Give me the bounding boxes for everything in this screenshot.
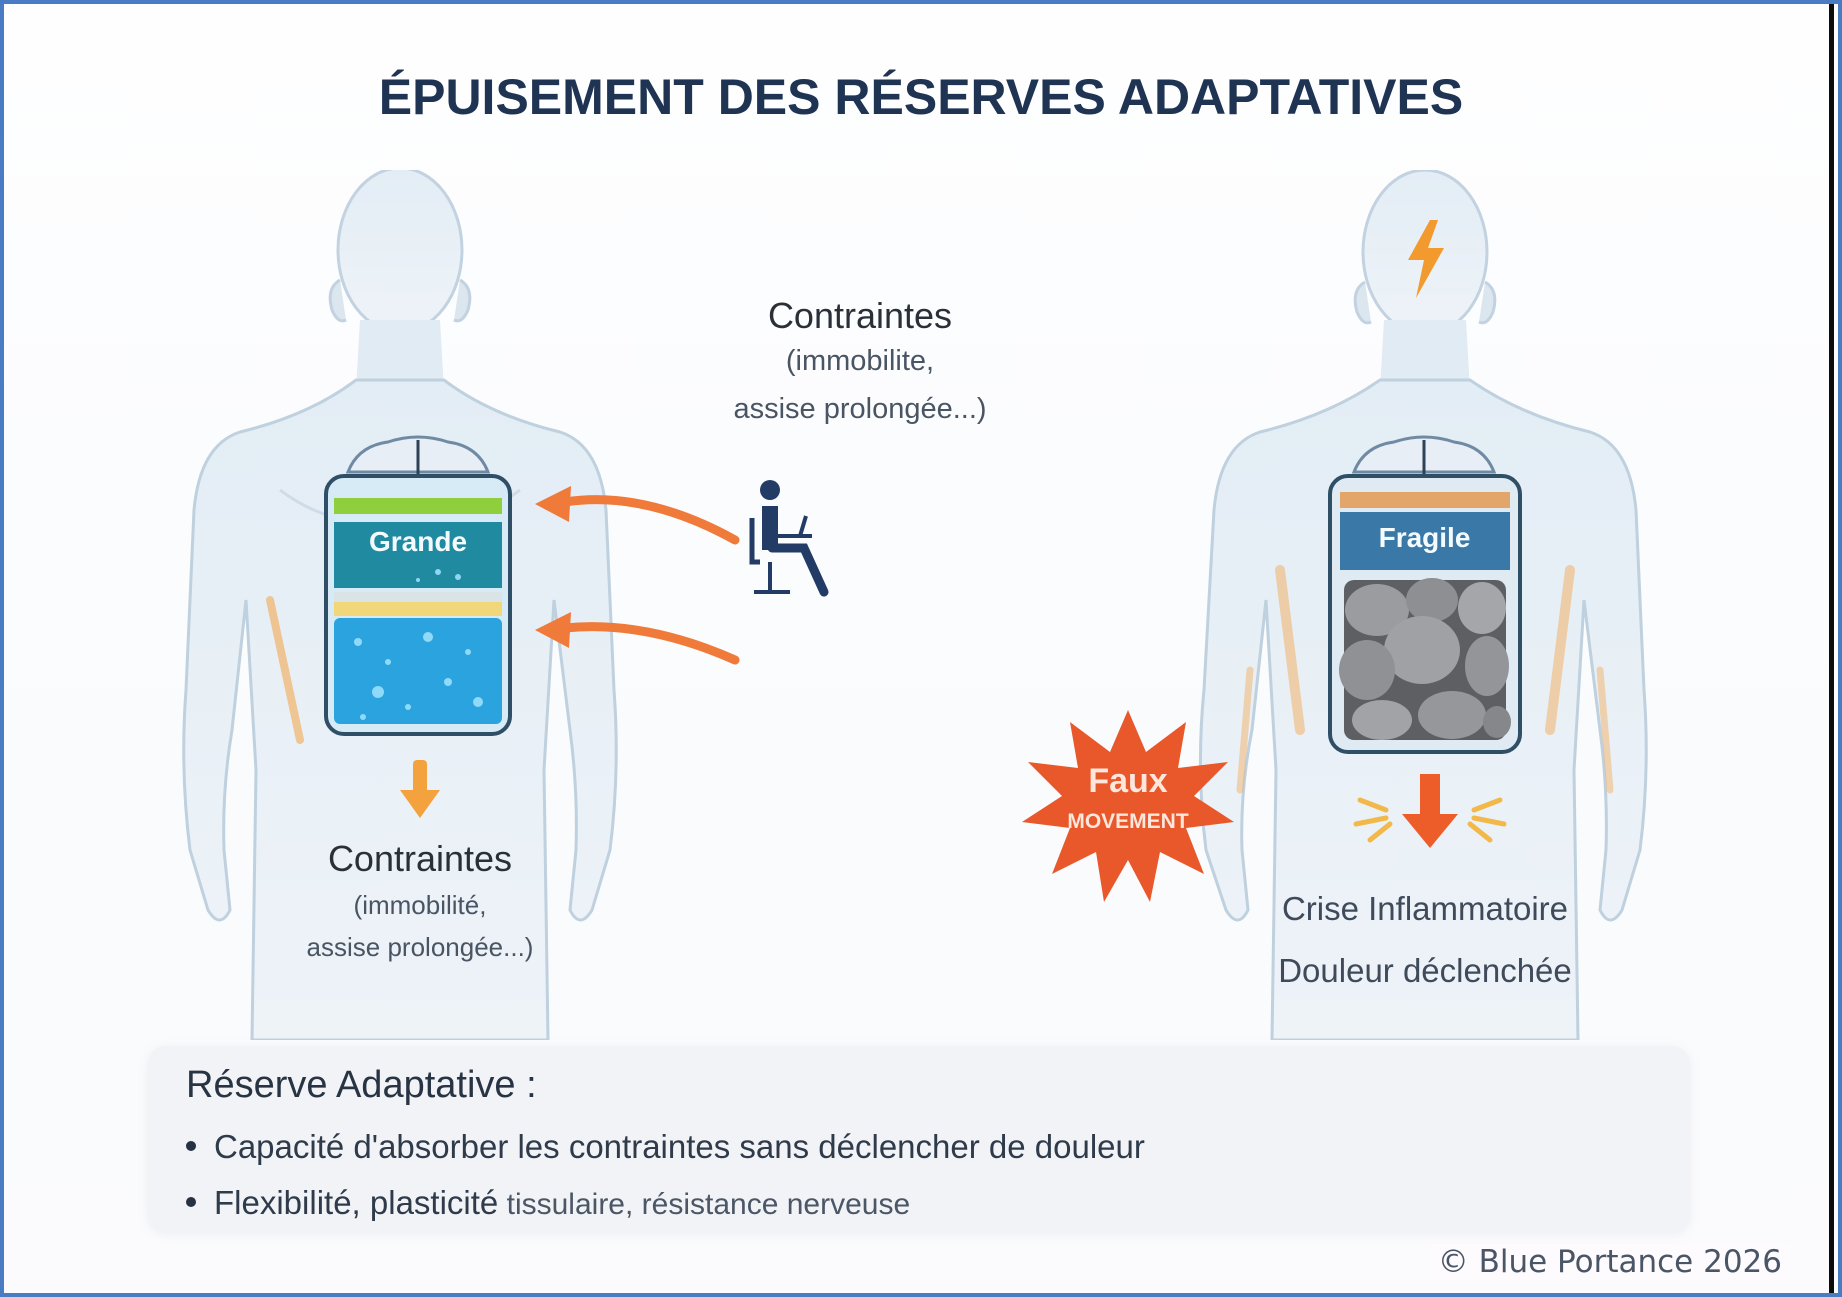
left-constraints-line1: (immobilité, [353, 890, 487, 920]
middle-constraints-line2: assise prolongée...) [733, 393, 987, 425]
bullet-1-text: Capacité d'absorber les contraintes sans… [214, 1128, 1145, 1165]
starburst-line1: Faux [1088, 762, 1168, 800]
left-reservoir-jar: Grande [318, 432, 518, 742]
sitting-person-laptop-icon [749, 480, 829, 597]
bullet-dot-icon [186, 1141, 196, 1152]
starburst-icon [1022, 710, 1234, 902]
right-edge-line [1829, 4, 1834, 1293]
info-box-title: Réserve Adaptative : [186, 1064, 537, 1106]
bullet-2-strong-text: Flexibilité, plasticité [214, 1184, 499, 1221]
middle-constraints-line1: (immobilite, [785, 345, 935, 377]
bullet-2-light-text: tissulaire, résistance nerveuse [498, 1188, 911, 1221]
jar-label-grande: Grande [368, 526, 468, 557]
info-bullet-1: Capacité d'absorber les contraintes sans… [186, 1128, 1145, 1166]
lightning-icon [1408, 220, 1444, 298]
right-reservoir-jar: Fragile [1322, 430, 1527, 760]
copyright-notice: © Blue Portance 2026 [1429, 1244, 1790, 1280]
reserve-adaptative-box: Réserve Adaptative : Capacité d'absorber… [148, 1046, 1690, 1232]
middle-constraints-heading: Contraintes [767, 295, 953, 336]
arrow-down-icon [400, 760, 440, 818]
faux-mouvement-starburst: Faux MOVEMENT [1018, 706, 1238, 906]
jar-rocks-icon [1328, 435, 1522, 754]
left-constraints-line2: assise prolongée...) [306, 932, 534, 962]
jar-full-icon [324, 435, 512, 736]
info-bullet-2: Flexibilité, plasticité tissulaire, rési… [186, 1184, 910, 1222]
douleur-declenchee-label: Douleur déclenchée [1278, 952, 1572, 989]
stress-arrows-icon [535, 486, 740, 665]
left-constraints-heading: Contraintes [327, 838, 513, 879]
starburst-line2: MOVEMENT [1067, 810, 1189, 833]
bullet-dot-icon [186, 1197, 196, 1208]
page-title: ÉPUISEMENT DES RÉSERVES ADAPTATIVES [378, 69, 1464, 125]
jar-label-fragile: Fragile [1378, 522, 1471, 553]
pain-arrow-icon [1353, 774, 1507, 848]
crise-inflammatoire-label: Crise Inflammatoire [1281, 890, 1569, 927]
